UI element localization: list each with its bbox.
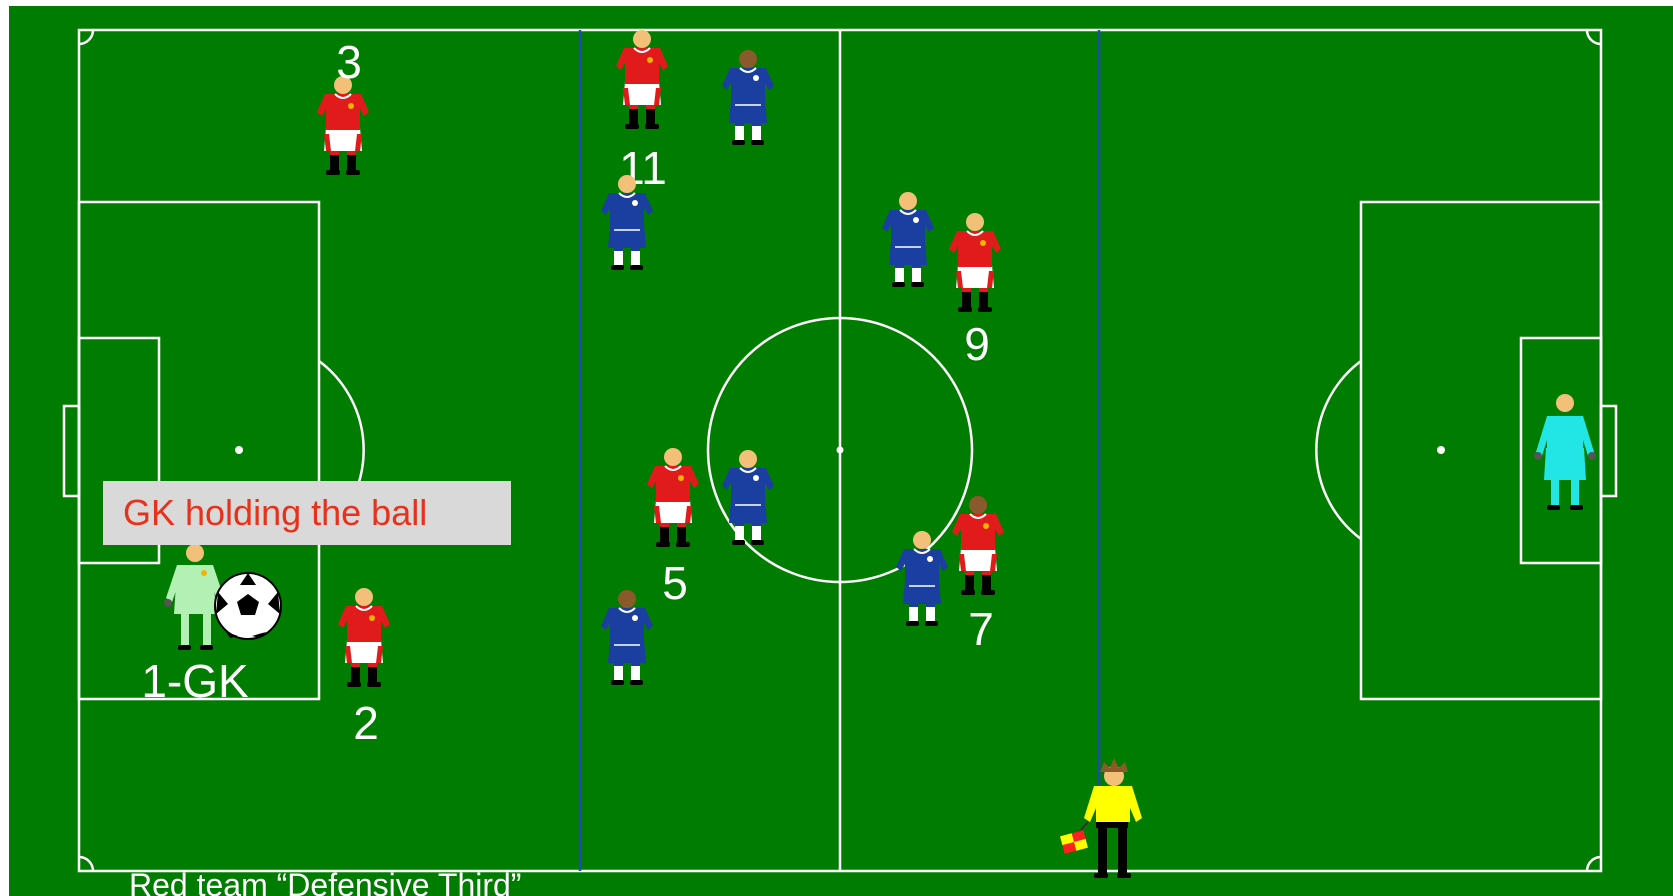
player-number: 5 bbox=[662, 557, 688, 609]
right-penalty-spot bbox=[1437, 446, 1445, 454]
player-number: 2 bbox=[353, 697, 379, 749]
gk-callout: GK holding the ball bbox=[103, 481, 511, 545]
centre-spot bbox=[837, 447, 844, 454]
footer-caption: Red team “Defensive Third” bbox=[129, 867, 521, 896]
player-number: 3 bbox=[336, 36, 362, 88]
callout-text: GK holding the ball bbox=[123, 492, 427, 533]
player-number: 9 bbox=[964, 318, 990, 370]
football-icon bbox=[215, 573, 281, 639]
left-penalty-spot bbox=[235, 446, 243, 454]
player-number: 7 bbox=[968, 603, 994, 655]
goalkeeper-label: 1-GK bbox=[141, 655, 249, 707]
